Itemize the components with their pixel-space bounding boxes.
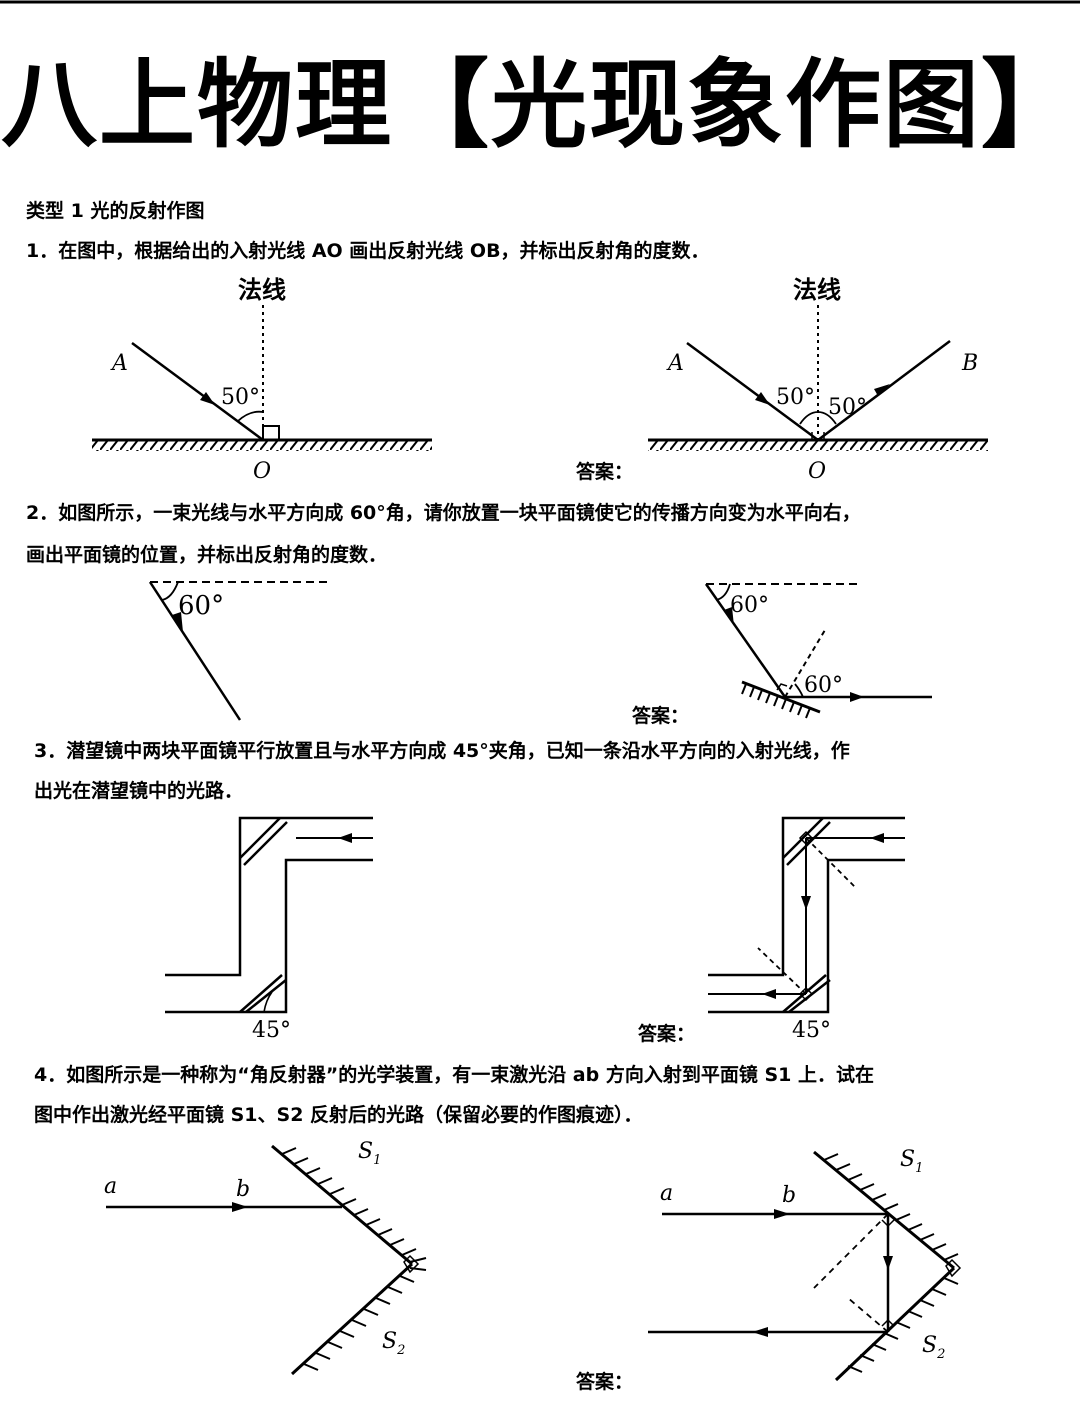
q1-answer-label-A: A — [666, 351, 684, 376]
q4-label-b: b — [236, 1177, 250, 1202]
q4-label-S2: S2 — [382, 1329, 405, 1358]
q4-answer-label-b: b — [782, 1183, 796, 1208]
question-4-line-2: 图中作出激光经平面镜 S1、S2 反射后的光路（保留必要的作图痕迹）． — [34, 1104, 643, 1126]
q3-answer-figure — [708, 816, 905, 1014]
q4-answer-label-S1: S1 — [900, 1147, 923, 1176]
q1-answer-reflect-angle: 50° — [828, 395, 867, 420]
q1-answer-normal-label: 法线 — [793, 276, 841, 304]
q4-answer-label: 答案： — [576, 1370, 633, 1393]
q3-answer-label: 答案： — [638, 1022, 695, 1045]
q1-label-A: A — [110, 351, 128, 376]
q2-answer-incident-angle: 60° — [730, 593, 769, 618]
q4-answer-label-a: a — [660, 1181, 673, 1206]
q2-answer-label: 答案： — [632, 704, 689, 727]
q3-figure — [165, 816, 373, 1014]
q4-label-S1: S1 — [358, 1139, 381, 1168]
q1-angle-label: 50° — [221, 385, 260, 410]
q3-angle-label: 45° — [252, 1018, 291, 1043]
question-1: 1．在图中，根据给出的入射光线 AO 画出反射光线 OB，并标出反射角的度数． — [26, 240, 710, 262]
question-4-line-1: 4．如图所示是一种称为“角反射器”的光学装置，有一束激光沿 ab 方向入射到平面… — [34, 1064, 874, 1086]
q2-angle-label: 60° — [178, 591, 224, 621]
section-heading: 类型 1 光的反射作图 — [26, 200, 205, 222]
q1-figure: 法线 A 50° O — [92, 276, 432, 484]
q1-answer-label: 答案： — [576, 460, 633, 483]
q2-figure: 60° — [148, 581, 332, 721]
q4-answer-label-S2: S2 — [922, 1333, 945, 1362]
q4-figure — [106, 1144, 427, 1376]
q4-label-a: a — [104, 1174, 117, 1199]
q1-answer-label-O: O — [808, 459, 826, 484]
q1-answer-incident-angle: 50° — [776, 385, 815, 410]
q1-label-O: O — [253, 459, 271, 484]
q1-answer-label-B: B — [961, 351, 978, 376]
q3-answer-angle-label: 45° — [792, 1018, 831, 1043]
q1-normal-label: 法线 — [238, 276, 286, 304]
question-2-line-2: 画出平面镜的位置，并标出反射角的度数． — [26, 544, 388, 566]
q1-answer-figure: 法线 A B 50° 50° O 答案： — [576, 276, 988, 484]
q2-answer-figure: 60° 60° 答案： — [632, 583, 932, 727]
question-3-line-1: 3．潜望镜中两块平面镜平行放置且与水平方向成 45°夹角，已知一条沿水平方向的入… — [34, 740, 850, 762]
q4-answer-figure — [648, 1150, 962, 1382]
page-title: 八上物理【光现象作图】 — [1, 49, 1079, 161]
question-2-line-1: 2．如图所示，一束光线与水平方向成 60°角，请你放置一块平面镜使它的传播方向变… — [26, 502, 861, 524]
question-3-line-2: 出光在潜望镜中的光路． — [34, 780, 244, 802]
q2-answer-reflect-angle: 60° — [804, 673, 843, 698]
